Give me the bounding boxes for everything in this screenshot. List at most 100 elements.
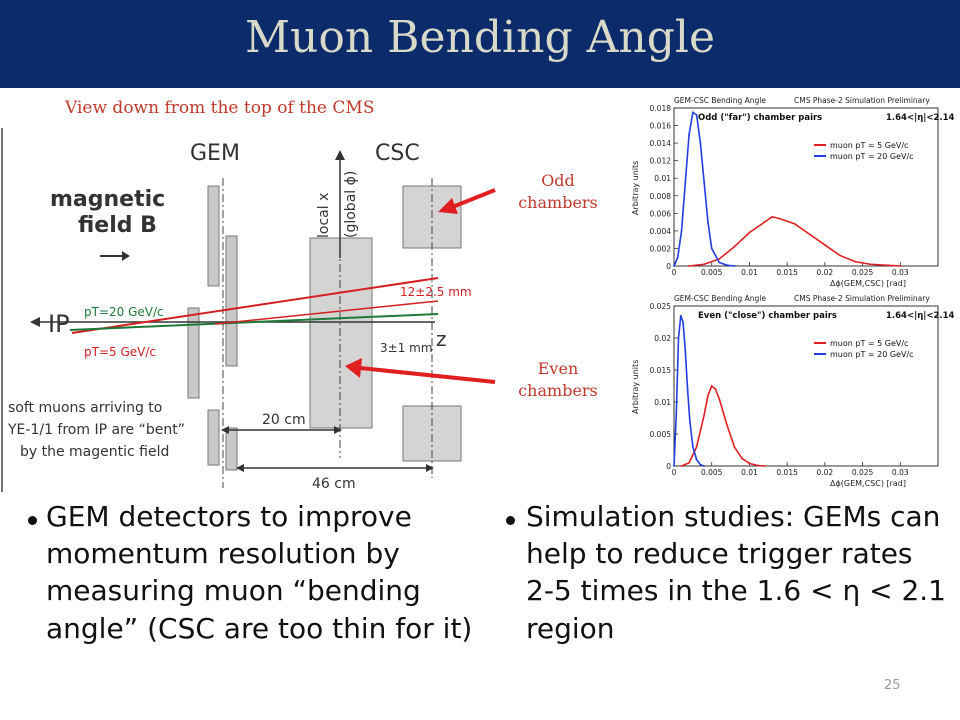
label-magnetic: magnetic	[50, 187, 165, 212]
soft-muons-line-1: soft muons arriving to	[8, 400, 162, 416]
x-tick-label: 0.005	[701, 268, 723, 277]
gem-chamber-mid	[187, 307, 200, 399]
soft-muons-line-2: YE-1/1 from IP are “bent”	[7, 422, 185, 438]
plot-ylabel: Arbitray units	[631, 161, 640, 215]
data-point	[733, 265, 736, 267]
plot-xlabel: Δϕ(GEM,CSC) [rad]	[830, 479, 906, 488]
bullet-left-dot	[28, 516, 37, 525]
x-tick-label: 0.015	[776, 268, 798, 277]
x-tick-label: 0.01	[741, 268, 758, 277]
legend-label: muon pT = 5 GeV/c	[830, 141, 908, 150]
gem-chamber-low-2	[225, 427, 238, 471]
data-point	[710, 385, 713, 387]
data-point	[673, 265, 675, 267]
series-line-0	[681, 384, 765, 467]
data-point	[695, 445, 698, 448]
plot-ylabel: Arbitray units	[631, 360, 640, 414]
data-point	[688, 420, 691, 423]
label-field: field B	[78, 213, 157, 238]
data-point	[748, 462, 751, 465]
data-point	[691, 445, 694, 448]
field-arrow	[100, 251, 130, 261]
y-tick-label: 0.025	[650, 302, 672, 311]
label-global-phi: (global ϕ)	[343, 171, 359, 238]
x-tick-label: 0.025	[852, 468, 874, 477]
plot-subtitle: CMS Phase-2 Simulation Preliminary	[794, 294, 930, 303]
data-point	[684, 181, 687, 184]
y-tick-label: 0.002	[650, 244, 672, 253]
label-gem: GEM	[190, 141, 240, 166]
odd-pointer-arrow	[438, 188, 496, 214]
plot-frame	[673, 305, 939, 467]
data-point	[710, 247, 713, 250]
data-point	[707, 221, 709, 224]
y-tick-label: 0.014	[650, 139, 672, 148]
diagram-caption: View down from the top of the CMS	[65, 98, 375, 118]
x-tick-label: 0	[672, 268, 677, 277]
y-tick-label: 0.02	[654, 334, 671, 343]
y-tick-label: 0.012	[650, 157, 672, 166]
data-point	[718, 261, 721, 264]
track-20gev	[69, 313, 439, 331]
y-tick-label: 0	[666, 262, 671, 271]
data-point	[714, 388, 717, 391]
plot-panel-label: Odd ("far") chamber pairs	[698, 113, 822, 123]
data-point	[778, 217, 781, 220]
bullet-right: Simulation studies: GEMs can help to red…	[526, 500, 946, 645]
track-5gev	[71, 277, 439, 334]
data-point	[763, 465, 766, 467]
y-tick-label: 0.015	[650, 366, 672, 375]
legend-label: muon pT = 20 GeV/c	[830, 350, 914, 359]
data-point	[899, 265, 902, 267]
dim-20cm	[221, 426, 342, 434]
odd-line-2: chambers	[518, 192, 598, 212]
label-12mm: 12±2.5 mm	[400, 285, 472, 299]
even-line-1: Even	[537, 359, 579, 378]
data-point	[756, 464, 758, 467]
page-number: 25	[884, 678, 901, 693]
x-tick-label: 0	[672, 468, 677, 477]
title-bar	[0, 0, 960, 88]
x-tick-label: 0.005	[701, 468, 723, 477]
plot-title: GEM-CSC Bending Angle	[674, 294, 766, 303]
data-point	[808, 233, 811, 236]
data-point	[695, 458, 698, 461]
track-5gev-straight	[214, 300, 439, 325]
label-3mm: 3±1 mm	[380, 341, 433, 355]
y-tick-label: 0.01	[654, 174, 671, 183]
data-point	[686, 388, 689, 391]
label-ip: IP	[48, 310, 70, 338]
slide-title: Muon Bending Angle	[244, 12, 716, 63]
y-tick-label: 0.006	[650, 209, 672, 218]
series-line-0	[688, 215, 901, 267]
data-point	[703, 465, 706, 467]
data-point	[676, 256, 679, 259]
y-tick-label: 0.005	[650, 430, 672, 439]
y-tick-label: 0.016	[650, 122, 672, 131]
data-point	[884, 264, 887, 267]
data-point	[763, 221, 766, 224]
x-tick-label: 0.025	[852, 268, 874, 277]
data-point	[688, 133, 690, 136]
data-point	[703, 181, 706, 184]
data-point	[733, 245, 736, 248]
plot-frame	[673, 107, 939, 267]
gem-chamber-upper-2	[225, 235, 238, 367]
bullet-left: GEM detectors to improve momentum resolu…	[46, 500, 473, 645]
x-tick-label: 0.02	[817, 468, 834, 477]
label-local-x: local x	[316, 193, 332, 238]
legend-label: muon pT = 20 GeV/c	[830, 152, 914, 161]
data-point	[699, 142, 702, 145]
plot-even-chambers: GEM-CSC Bending Angle CMS Phase-2 Simulat…	[626, 290, 955, 488]
even-chambers-label: Even chambers	[498, 358, 618, 401]
data-point	[823, 244, 826, 246]
data-point	[684, 349, 687, 352]
data-point	[718, 258, 721, 260]
gem-chamber-low-1	[207, 409, 220, 466]
series-line-1	[673, 315, 705, 467]
data-point	[677, 337, 680, 339]
plot-title: GEM-CSC Bending Angle	[674, 96, 766, 105]
data-point	[703, 413, 706, 416]
